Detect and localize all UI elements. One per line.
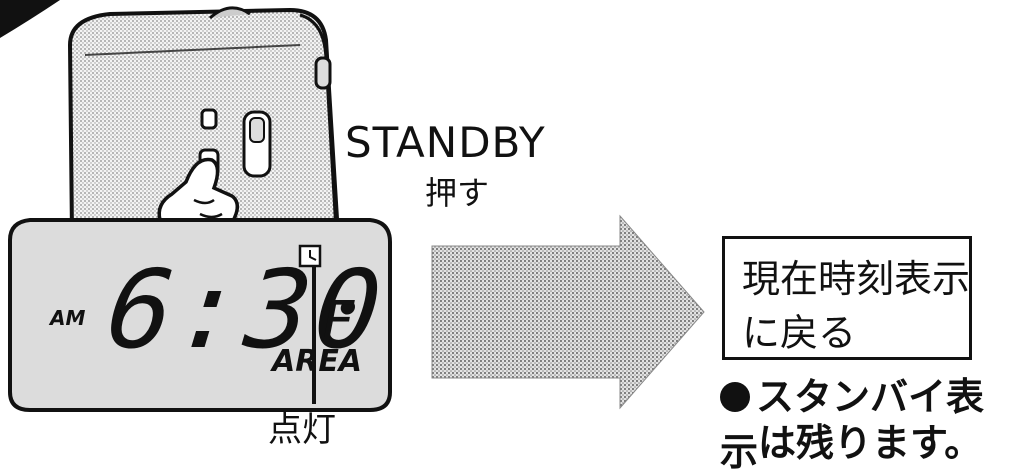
illustration: STANDBY 押す AM 6:30 F AREA 点灯 現在時刻表示 に戻る … (0, 0, 984, 474)
lcd-meridiem: AM (50, 306, 86, 330)
lit-label: 点灯 (268, 410, 336, 450)
press-label: 押す (425, 174, 490, 212)
lcd-band: F (322, 290, 355, 355)
device-illustration (0, 0, 705, 412)
result-box (722, 236, 972, 360)
radio-device (67, 6, 341, 237)
lcd-display (8, 218, 392, 412)
standby-label: STANDBY (345, 118, 546, 167)
result-line1: 現在時刻表示 (742, 257, 971, 301)
bullet-icon (720, 382, 750, 412)
right-arrow-icon (431, 214, 705, 410)
corner-mark (0, 0, 60, 38)
note-line2: は残ります。 (758, 421, 983, 465)
lcd-area: AREA (272, 344, 363, 379)
result-line2: に戻る (742, 311, 857, 355)
clock-icon (298, 244, 322, 268)
